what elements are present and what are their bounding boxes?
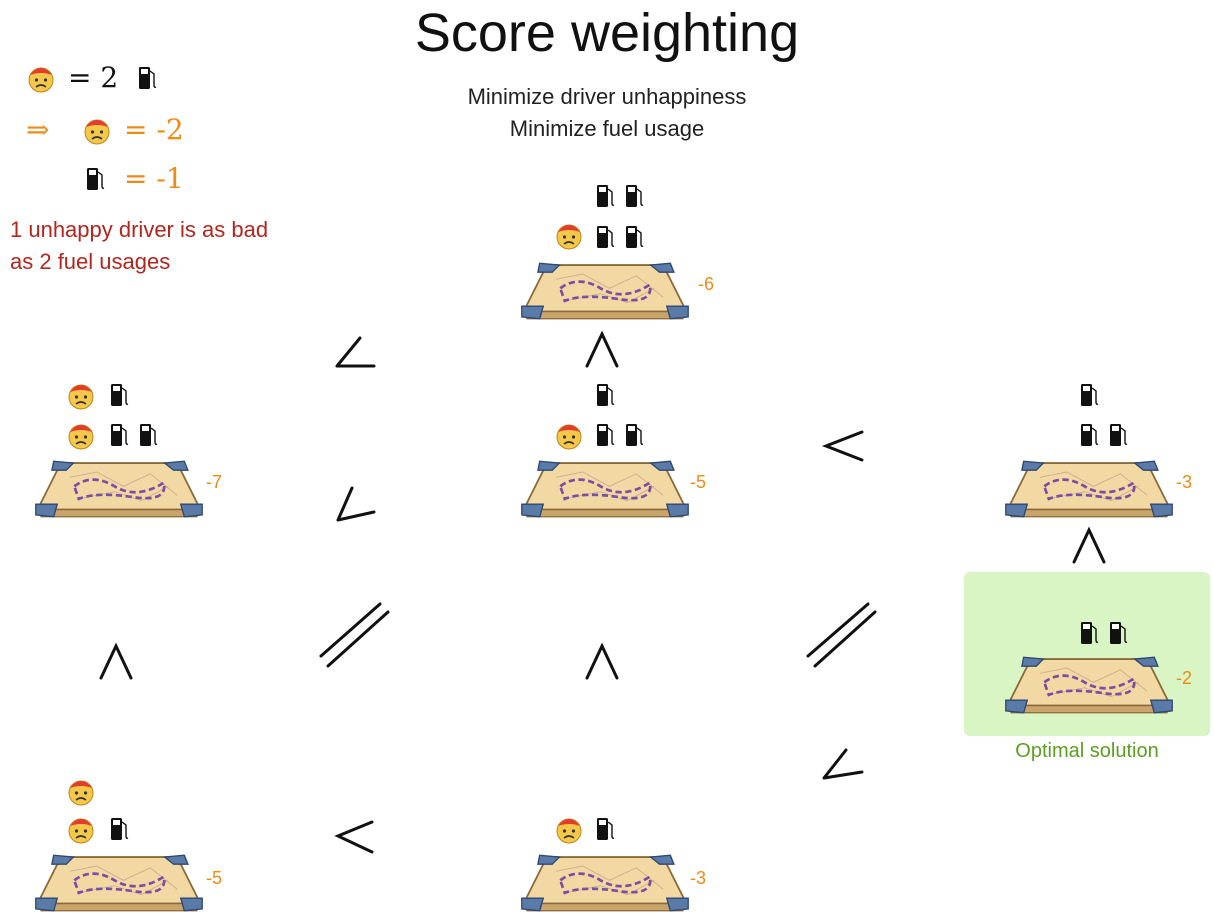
less-than-angle-1	[335, 336, 376, 368]
score-value: -6	[698, 274, 715, 294]
unhappy-driver-icon	[66, 420, 96, 450]
fuel-pump-icon	[625, 224, 645, 250]
fuel-weight-value: = -1	[124, 162, 184, 195]
note-line-2: as 2 fuel usages	[10, 249, 171, 274]
solution-optimal: -2	[1004, 612, 1204, 722]
map-board-icon	[1004, 458, 1174, 520]
score-value: -5	[206, 868, 223, 888]
less-than-symbol-2	[334, 820, 374, 854]
unhappy-driver-icon	[66, 814, 96, 844]
page-title: Score weighting	[414, 3, 800, 63]
fuel-pump-icon	[596, 224, 616, 250]
solution-top: -6	[520, 178, 720, 328]
score-value: -3	[690, 868, 707, 888]
optimal-label: Optimal solution	[1015, 740, 1159, 762]
equal-symbol-2	[806, 602, 877, 668]
driver-weight-value: = -2	[124, 113, 184, 146]
solution-left-upper: -7	[34, 372, 234, 522]
map-board-icon	[1004, 654, 1174, 716]
subtitle-line-2: Minimize fuel usage	[509, 116, 705, 141]
greater-than-symbol-1	[585, 330, 619, 368]
score-value: -7	[206, 472, 223, 492]
unhappy-driver-icon	[554, 220, 584, 250]
solution-center: -5	[520, 372, 720, 522]
fuel-pump-icon	[139, 422, 159, 448]
fuel-pump-icon	[596, 382, 616, 408]
note-line-1: 1 unhappy driver is as bad	[10, 217, 269, 242]
greater-than-symbol-2	[1072, 526, 1106, 564]
equal-symbol-1	[319, 602, 390, 668]
legend-fuel-weight: = -1	[86, 162, 226, 198]
score-value: -2	[1176, 668, 1193, 688]
fuel-pump-icon	[1080, 620, 1100, 646]
less-than-angle-3	[822, 748, 864, 780]
greater-than-symbol-3	[99, 642, 133, 680]
fuel-pump-icon	[110, 422, 130, 448]
greater-than-symbol-4	[585, 642, 619, 680]
unhappy-driver-icon	[66, 776, 96, 806]
fuel-pump-icon	[1109, 620, 1129, 646]
fuel-pump-icon	[596, 816, 616, 842]
fuel-pump-icon	[1109, 422, 1129, 448]
fuel-pump-icon	[625, 183, 645, 209]
legend-equation: = 2	[26, 61, 176, 97]
score-value: -5	[690, 472, 707, 492]
less-than-angle-2	[336, 486, 376, 522]
subtitle-line-1: Minimize driver unhappiness	[467, 84, 747, 109]
less-than-symbol-1	[821, 430, 864, 462]
map-board-icon	[34, 852, 204, 914]
unhappy-driver-icon	[554, 420, 584, 450]
solution-center-lower: -3	[520, 772, 720, 910]
score-value: -3	[1176, 472, 1193, 492]
legend-equation-text: = 2	[68, 61, 119, 94]
fuel-pump-icon	[625, 422, 645, 448]
fuel-pump-icon	[1080, 382, 1100, 408]
map-board-icon	[520, 852, 690, 914]
fuel-pump-icon	[110, 816, 130, 842]
solution-left-lower: -5	[34, 772, 234, 910]
fuel-pump-icon	[596, 422, 616, 448]
fuel-pump-icon	[110, 382, 130, 408]
arrow-icon: ⇒	[26, 113, 50, 146]
map-board-icon	[520, 458, 690, 520]
legend-driver-weight: ⇒ = -2	[26, 113, 226, 149]
fuel-pump-icon	[596, 183, 616, 209]
fuel-pump-icon	[1080, 422, 1100, 448]
map-board-icon	[520, 260, 690, 322]
solution-right-upper: -3	[1004, 372, 1204, 522]
map-board-icon	[34, 458, 204, 520]
unhappy-driver-icon	[554, 814, 584, 844]
unhappy-driver-icon	[66, 380, 96, 410]
